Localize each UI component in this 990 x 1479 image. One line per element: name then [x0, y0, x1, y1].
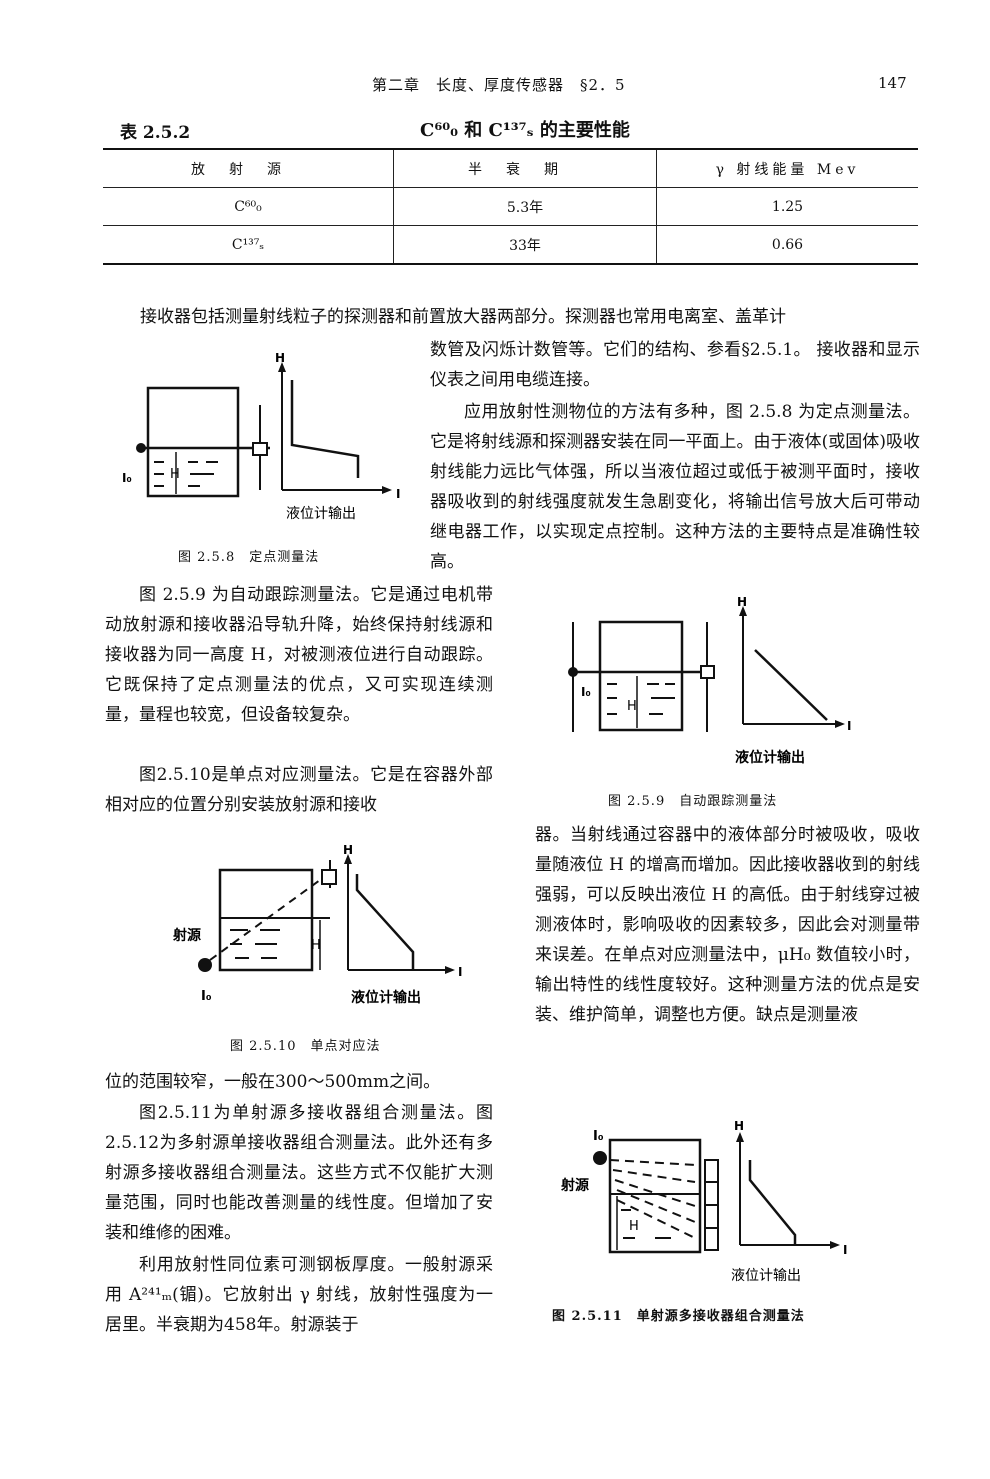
cell-half-life: 33年 — [393, 225, 657, 264]
axis-i: I — [396, 487, 400, 501]
output-label: 液位计输出 — [735, 749, 805, 766]
paragraph-7-left: 利用放射性同位素可测钢板厚度。一般射源采用 A²⁴¹ₘ(镅)。它放射出 γ 射线… — [105, 1255, 493, 1335]
source-label: I₀ — [581, 685, 591, 699]
height-label: H — [627, 699, 637, 714]
figure-2-5-9: H I₀ H I 液位计输出 — [568, 595, 851, 766]
source-sub-label: I₀ — [201, 989, 212, 1004]
paragraph-6-left: 图2.5.11为单射源多接收器组合测量法。图2.5.12为多射源单接收器组合测量… — [105, 1103, 493, 1243]
axis-h: H — [737, 595, 747, 609]
axis-i: I — [847, 719, 851, 733]
figure-caption-2-5-9: 图 2.5.9 自动跟踪测量法 — [608, 794, 778, 809]
table-row: C⁶⁰₀ 5.3年 1.25 — [103, 187, 918, 226]
table-caption: 表 2.5.2 — [120, 123, 191, 143]
paragraph-4-left: 图2.5.10是单点对应测量法。它是在容器外部相对应的位置分别安装放射源和接收 — [105, 765, 493, 815]
figure-2-5-8: H I₀ H I 液位计输出 — [122, 351, 400, 522]
height-label: H — [629, 1219, 639, 1234]
page-number: 147 — [878, 74, 907, 92]
properties-table: 放射源 半衰期 γ 射线能量 Mev C⁶⁰₀ 5.3年 1.25 C¹³⁷ₛ … — [103, 148, 918, 265]
cell-energy: 0.66 — [656, 225, 918, 264]
cell-source: C¹³⁷ₛ — [231, 236, 265, 253]
source-label: I₀ — [122, 471, 132, 485]
table-title: C⁶⁰₀ 和 C¹³⁷ₛ 的主要性能 — [420, 120, 630, 141]
paragraph-4-right: 器。当射线通过容器中的液体部分时被吸收，吸收量随液位 H 的增高而增加。因此接收… — [535, 825, 920, 1025]
output-label: 液位计输出 — [731, 1268, 801, 1284]
paragraph-1-line: 接收器包括测量射线粒子的探测器和前置放大器两部分。探测器也常用电离室、盖革计 — [140, 307, 786, 327]
table-header-row: 放射源 半衰期 γ 射线能量 Mev — [103, 149, 918, 188]
col-header-energy: γ 射线能量 Mev — [656, 149, 918, 188]
figure-caption-2-5-11: 图 2.5.11 单射源多接收器组合测量法 — [552, 1309, 805, 1324]
cell-half-life: 5.3年 — [393, 187, 657, 226]
figure-caption-2-5-10: 图 2.5.10 单点对应法 — [230, 1039, 381, 1054]
axis-h: H — [343, 843, 353, 857]
cell-energy: 1.25 — [656, 187, 918, 226]
height-label: H — [170, 467, 180, 482]
axis-i: I — [458, 965, 462, 979]
paragraph-2-right: 应用放射性测物位的方法有多种，图 2.5.8 为定点测量法。它是将射线源和探测器… — [430, 402, 920, 572]
paragraph-1-right: 数管及闪烁计数管等。它们的结构、参看§2.5.1。 接收器和显示仪表之间用电缆连… — [430, 340, 920, 390]
height-label: H — [311, 938, 321, 953]
paragraph-3-left: 图 2.5.9 为自动跟踪测量法。它是通过电机带动放射源和接收器沿导轨升降，始终… — [105, 585, 493, 725]
table-row: C¹³⁷ₛ 33年 0.66 — [103, 225, 918, 264]
output-label: 液位计输出 — [351, 989, 421, 1006]
paragraph-5-left: 位的范围较窄，一般在300～500mm之间。 — [105, 1072, 441, 1092]
output-label: 液位计输出 — [286, 506, 356, 522]
figure-2-5-11: H I₀ 射源 H I 液位计输出 — [560, 1119, 847, 1284]
figure-2-5-10: H 射源 I₀ H I 液位计输出 — [172, 843, 462, 1006]
source-label: 射源 — [172, 927, 201, 944]
running-header: 第二章 长度、厚度传感器 §2．5 — [372, 76, 626, 94]
cell-source: C⁶⁰₀ — [234, 198, 262, 215]
axis-h: H — [734, 1119, 744, 1133]
axis-i: I — [843, 1243, 847, 1257]
col-header-source: 放射源 — [191, 161, 305, 178]
col-header-half-life: 半衰期 — [393, 149, 657, 188]
source-sub-label: I₀ — [593, 1129, 604, 1144]
axis-h: H — [275, 351, 285, 365]
figure-caption-2-5-8: 图 2.5.8 定点测量法 — [178, 550, 320, 565]
source-label: 射源 — [560, 1177, 589, 1194]
